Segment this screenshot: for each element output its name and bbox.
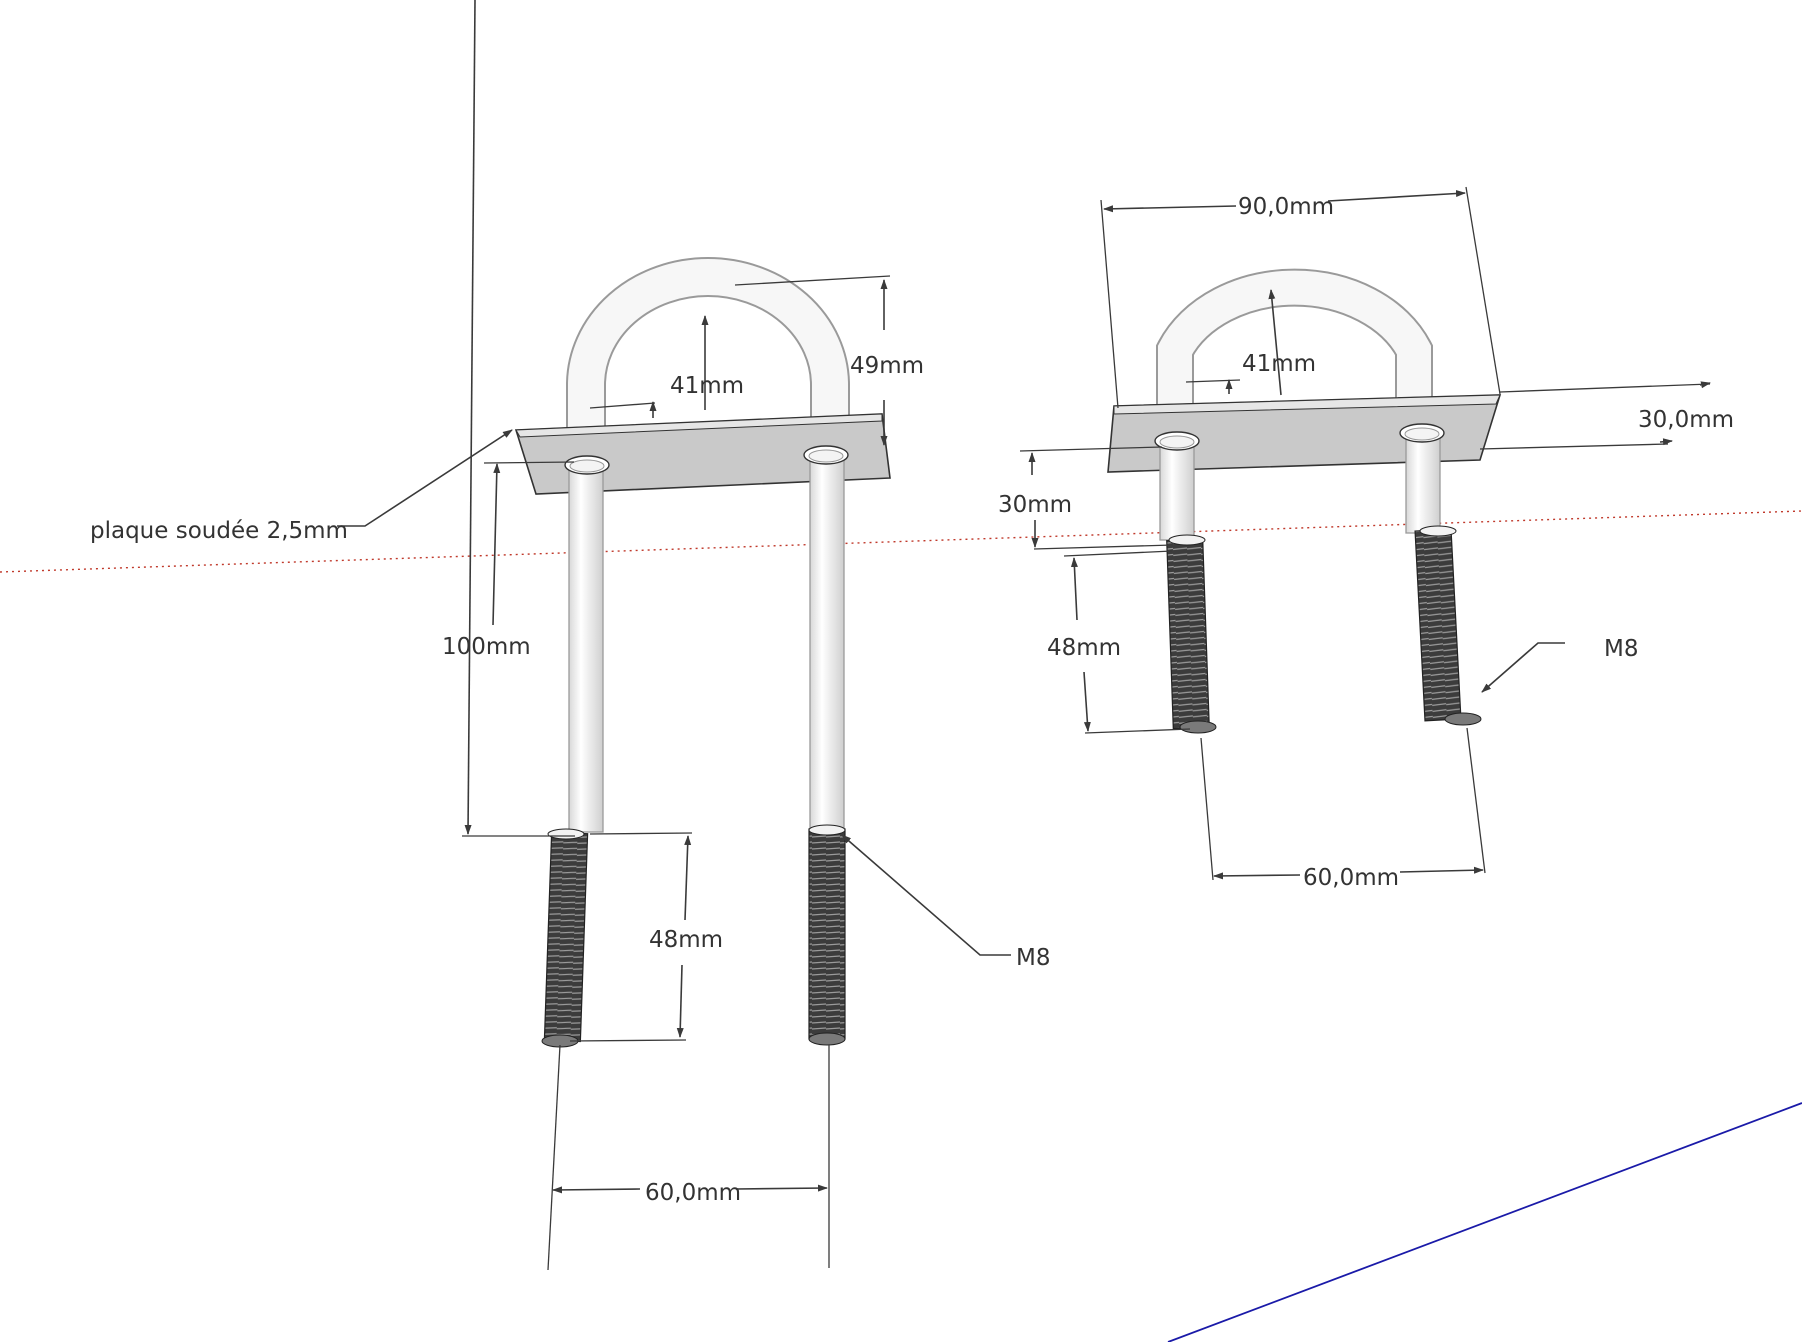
left-shank-label: 100mm <box>442 634 531 660</box>
left-plate-label: plaque soudée 2,5mm <box>90 518 348 544</box>
left-dimensions <box>337 0 1011 1271</box>
blue-axis-line <box>1167 1102 1802 1342</box>
right-shank-label: 30mm <box>998 492 1072 518</box>
red-axis-line <box>0 510 1802 573</box>
left-thread-size-label: M8 <box>1016 945 1050 971</box>
right-plate-width-label: 90,0mm <box>1238 194 1334 220</box>
left-arch-height-label: 49mm <box>850 353 924 379</box>
left-u-bolt <box>514 257 891 1048</box>
right-u-bolt <box>1107 268 1502 734</box>
right-rod-1 <box>1159 439 1195 541</box>
left-dimension-labels: plaque soudée 2,5mm 41mm 49mm 100mm 48mm… <box>90 353 1050 1206</box>
right-thread-2 <box>1414 528 1462 722</box>
right-dimensions <box>1019 186 1711 881</box>
right-rod-2 <box>1405 432 1441 534</box>
right-dimension-labels: 90,0mm 41mm 30,0mm 30mm 48mm M8 60,0mm <box>998 194 1734 891</box>
right-thread-1 <box>1166 538 1210 730</box>
left-rod-1 <box>568 459 604 833</box>
left-arch-inner-label: 41mm <box>670 373 744 399</box>
left-thread-2 <box>808 828 846 1040</box>
left-thread-1 <box>543 831 589 1043</box>
right-spacing-label: 60,0mm <box>1303 865 1399 891</box>
left-thread-label: 48mm <box>649 927 723 953</box>
right-thread-label: 48mm <box>1047 635 1121 661</box>
right-arch-inner-label: 41mm <box>1242 351 1316 377</box>
right-thread-size-label: M8 <box>1604 636 1638 662</box>
right-plate-depth-label: 30,0mm <box>1638 407 1734 433</box>
left-rod-2 <box>809 451 845 831</box>
left-spacing-label: 60,0mm <box>645 1180 741 1206</box>
